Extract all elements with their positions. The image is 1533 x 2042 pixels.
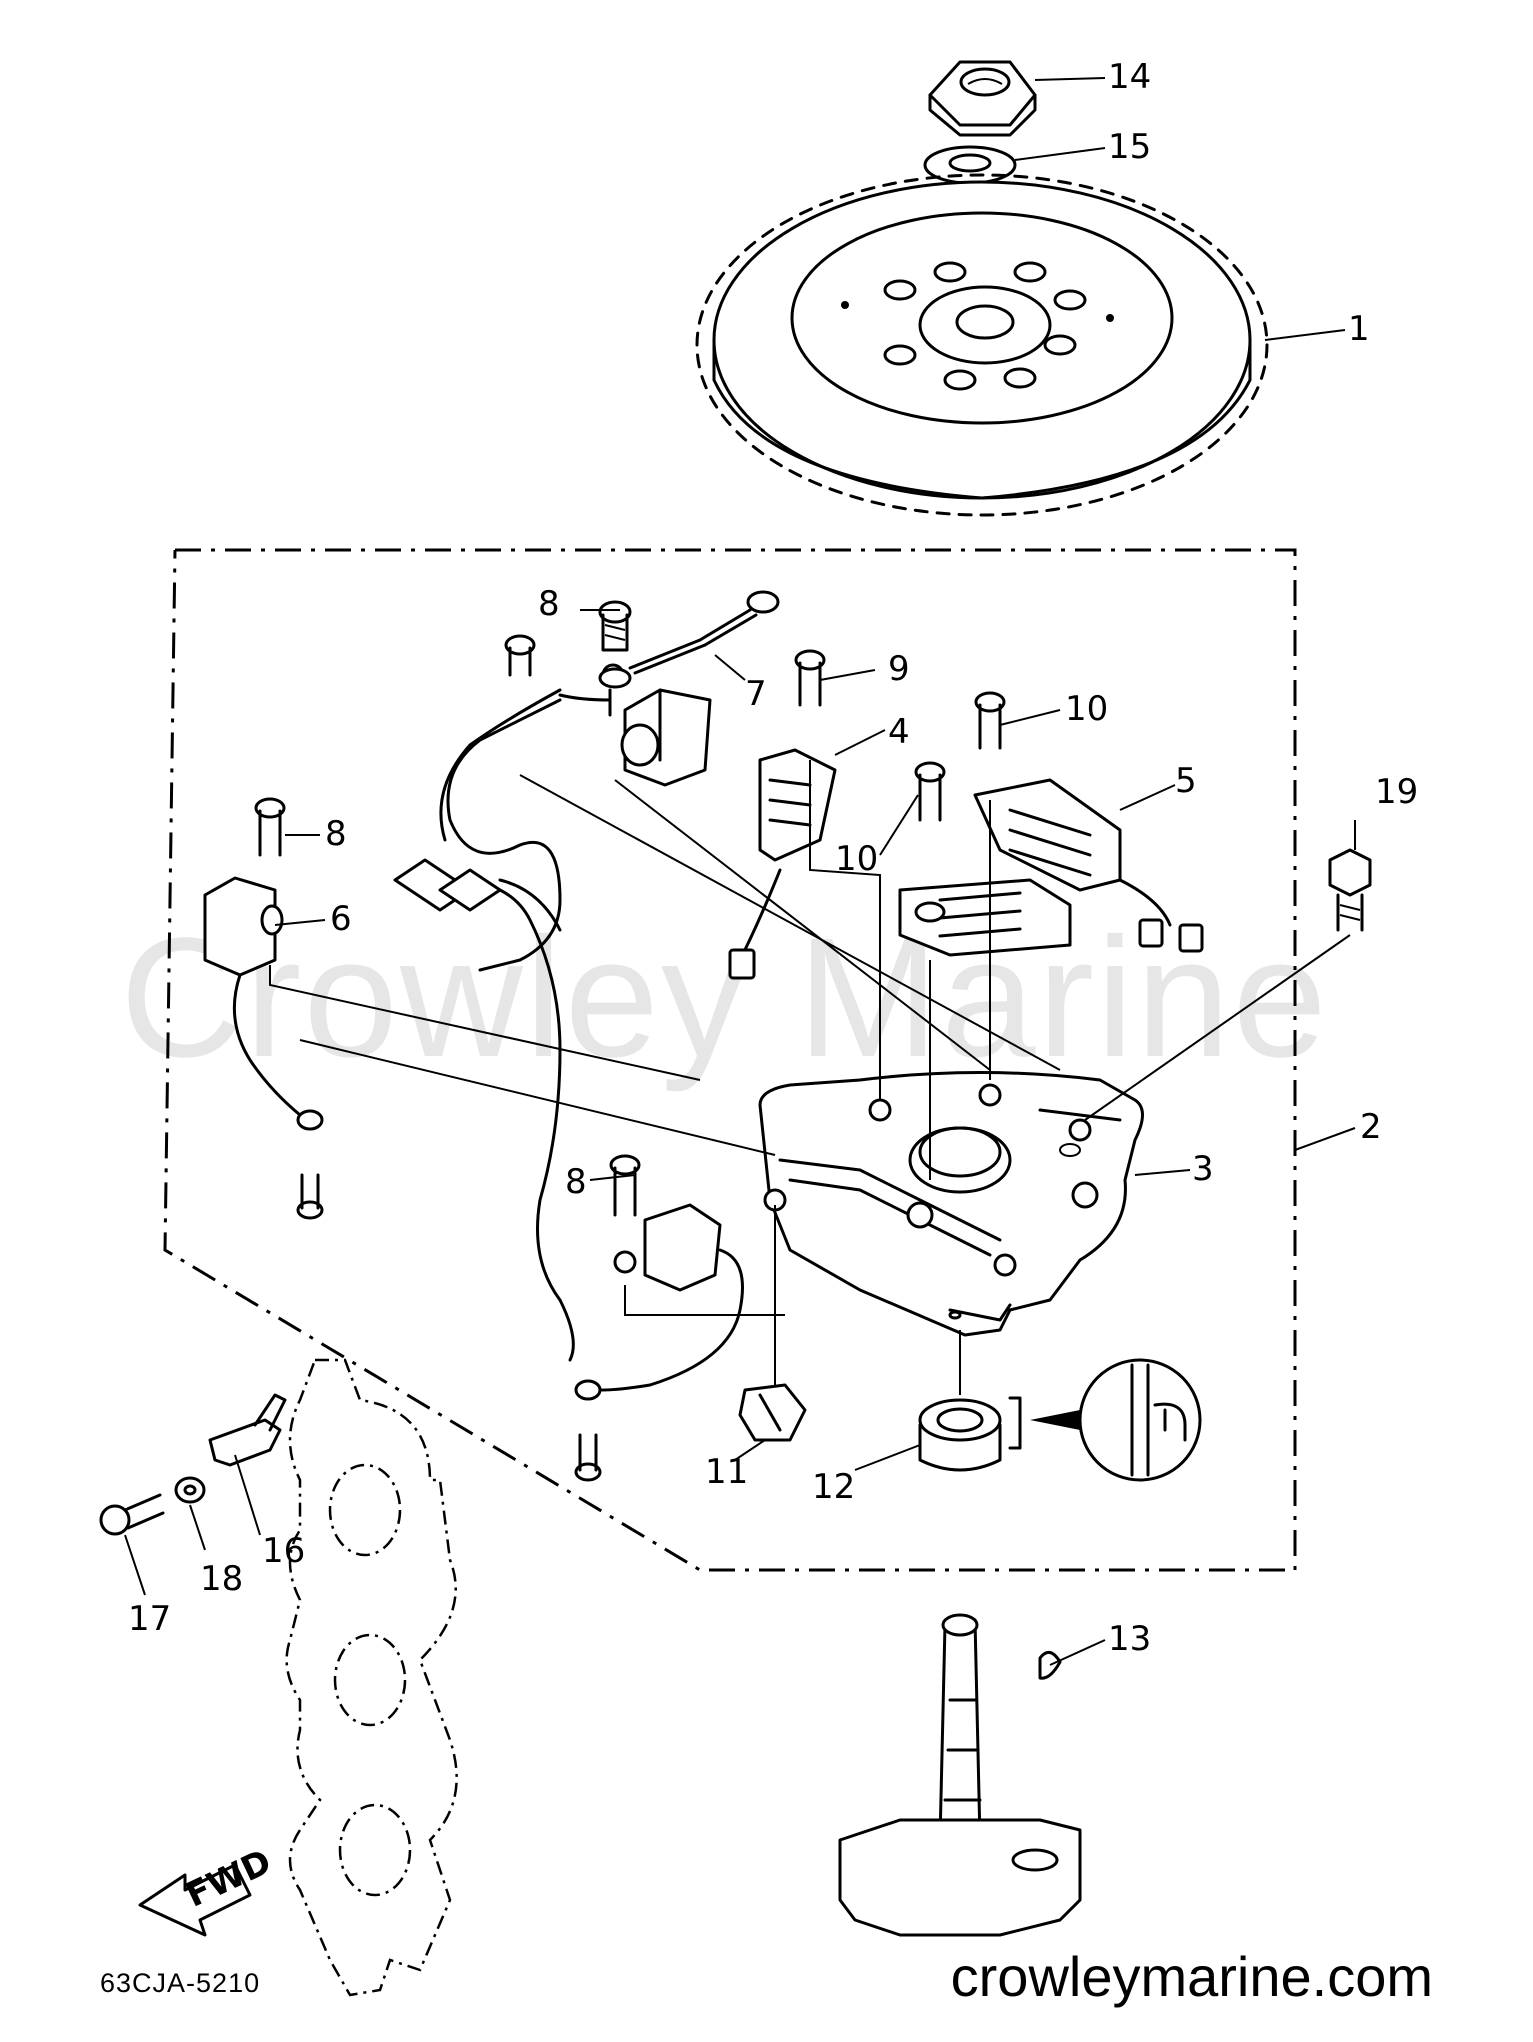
pulser-coil-icon: [558, 663, 712, 787]
callout-14: 14: [1108, 57, 1151, 97]
screw-icon: [974, 691, 1006, 750]
forward-direction-arrow: FWD: [138, 1842, 277, 1937]
screw-icon: [296, 1173, 324, 1220]
callout-13: 13: [1108, 1619, 1151, 1659]
screw-icon: [504, 634, 536, 677]
callout-10-center: 10: [835, 839, 878, 879]
assembly-boundary: [163, 548, 1297, 1572]
callout-7: 7: [745, 674, 767, 714]
screw-icon: [598, 600, 632, 652]
washer-icon: [174, 1476, 206, 1504]
callout-labels: 14 15 1 8 7 9 10 4 10 5 19 8 6 3 2 8 11 …: [128, 57, 1418, 1659]
seal-detail-icon: [1078, 1358, 1202, 1482]
oil-seal-icon: [918, 1310, 1080, 1472]
callout-8-left: 8: [325, 814, 347, 854]
flywheel-nut-icon: [928, 60, 1037, 137]
connector-icon: [393, 858, 575, 1362]
callout-12: 12: [812, 1467, 855, 1507]
callout-18: 18: [200, 1559, 243, 1599]
callout-1: 1: [1348, 309, 1370, 349]
charge-coil-icon: [728, 748, 837, 980]
stator-base-icon: [758, 1071, 1144, 1337]
leader-lines: [124, 77, 1356, 1666]
callout-4: 4: [888, 712, 910, 752]
callout-2: 2: [1360, 1107, 1382, 1147]
callout-15: 15: [1108, 127, 1151, 167]
screw-icon: [609, 1154, 641, 1217]
wire-harness: [439, 688, 562, 842]
bolt-icon: [1328, 848, 1372, 932]
pulser-coil-icon: [574, 1203, 744, 1401]
callout-3: 3: [1192, 1149, 1214, 1189]
charge-coil-icon: [898, 878, 1072, 957]
diagram-part-number: 63CJA-5210: [100, 1968, 261, 1998]
screw-icon: [99, 1493, 165, 1536]
screw-icon: [794, 649, 826, 707]
charge-coil-icon: [973, 778, 1204, 953]
callout-10-right: 10: [1065, 689, 1108, 729]
callout-17: 17: [128, 1599, 171, 1639]
callout-19: 19: [1375, 772, 1418, 812]
ground-wire-icon: [598, 590, 780, 689]
clamp-icon: [738, 1383, 807, 1442]
cylinder-block-outline-icon: [285, 1358, 458, 1997]
screw-icon: [914, 761, 946, 822]
bracket-icon: [208, 1393, 287, 1467]
callout-5: 5: [1175, 761, 1197, 801]
callout-8-top: 8: [538, 584, 560, 624]
wire-harness: [446, 698, 562, 972]
callout-11: 11: [705, 1452, 748, 1492]
crankshaft-icon: [838, 1613, 1082, 1937]
flywheel-icon: [695, 173, 1269, 517]
screw-icon: [254, 797, 286, 857]
assembly-guide-lines: [269, 760, 1351, 1395]
site-url-link[interactable]: crowleymarine.com: [950, 1945, 1433, 2008]
callout-8-lower: 8: [565, 1162, 587, 1202]
callout-16: 16: [262, 1531, 305, 1571]
screw-icon: [574, 1433, 602, 1482]
pulser-coil-icon: [203, 876, 324, 1131]
callout-6: 6: [330, 899, 352, 939]
callout-9: 9: [888, 649, 910, 689]
